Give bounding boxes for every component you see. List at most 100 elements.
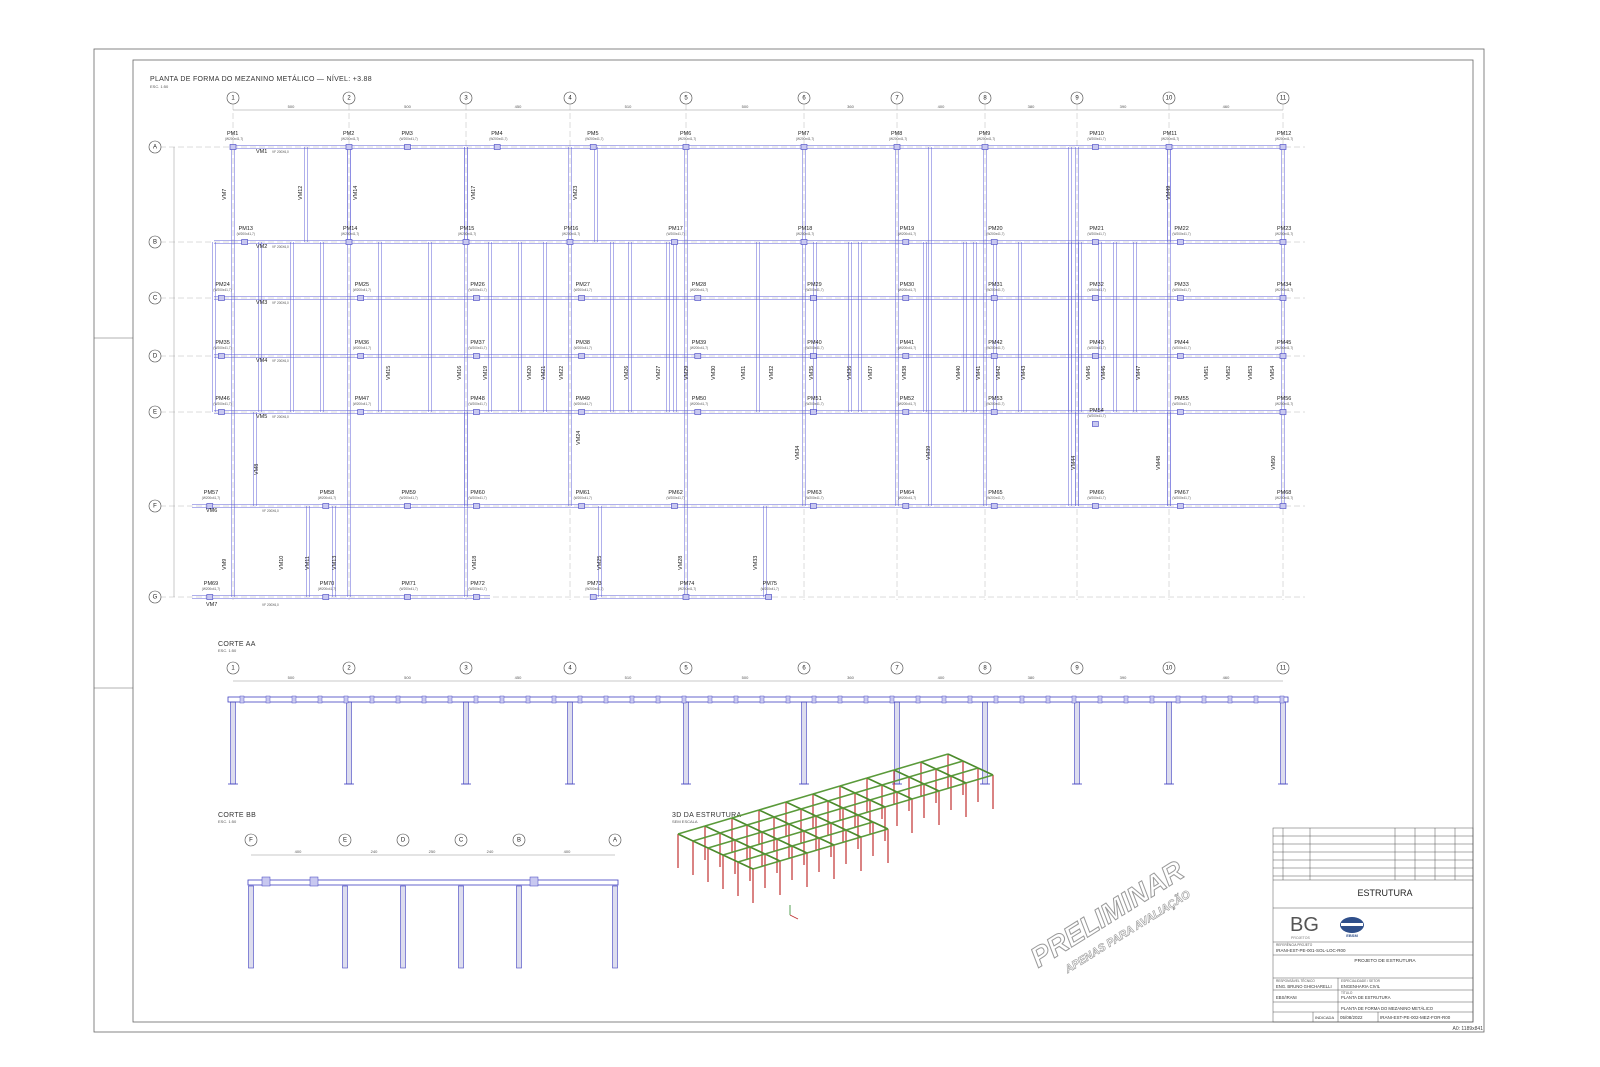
column-PM31 bbox=[990, 295, 998, 301]
dimension-text: 400 bbox=[938, 675, 945, 680]
column-label-PM65: PM65 bbox=[988, 490, 1002, 496]
column-label-PM36: PM36 bbox=[355, 340, 369, 346]
grid-bubble-4 bbox=[563, 91, 577, 105]
section-column bbox=[1166, 701, 1172, 785]
beam-label-VM1: VM1 bbox=[256, 149, 267, 155]
section-joist bbox=[473, 695, 479, 704]
column-label-PM35: PM35 bbox=[215, 340, 229, 346]
column-tag: (W200x41,7) bbox=[1172, 496, 1190, 500]
column-PM27 bbox=[578, 295, 585, 301]
iso-beam bbox=[920, 761, 937, 770]
column-PM65 bbox=[990, 503, 998, 509]
iso-beam bbox=[866, 777, 883, 786]
section-joist bbox=[759, 695, 765, 704]
column-PM34 bbox=[1279, 295, 1287, 301]
iso-beam bbox=[842, 807, 859, 816]
grid-bubble-label: 6 bbox=[802, 666, 806, 672]
grid-bubble-E bbox=[148, 405, 162, 419]
grid-bubble-1 bbox=[226, 661, 240, 675]
column-tag: (W200x41,7) bbox=[1087, 414, 1105, 418]
grid-bubble-D bbox=[396, 833, 410, 847]
beam-label-VM23: VM23 bbox=[573, 186, 579, 200]
grid-bubble-F bbox=[148, 499, 162, 513]
grid-bubble-label: G bbox=[153, 595, 158, 601]
plan-scale: ESC. 1:50 bbox=[150, 84, 169, 89]
column-label-PM32: PM32 bbox=[1089, 282, 1103, 288]
column-tag: (W200x41,7) bbox=[898, 232, 916, 236]
grid-bubble-A bbox=[148, 140, 162, 154]
grid-bubble-label: 11 bbox=[1280, 96, 1287, 102]
iso-beam bbox=[950, 775, 967, 784]
beam-label-VM19: VM19 bbox=[483, 366, 489, 380]
column-label-PM39: PM39 bbox=[692, 340, 706, 346]
section-joist bbox=[863, 695, 869, 704]
column-tag: (W200x41,7) bbox=[1275, 232, 1293, 236]
grid-bubble-G bbox=[148, 590, 162, 604]
iso-beam bbox=[722, 846, 751, 856]
beam-label-VM21: VM21 bbox=[541, 366, 547, 380]
iso-beam bbox=[977, 767, 994, 776]
grid-bubble-8 bbox=[978, 91, 992, 105]
iso-beam bbox=[749, 846, 766, 855]
column-tag: (W200x41,7) bbox=[1087, 288, 1105, 292]
column-tag: (W200x41,7) bbox=[977, 137, 995, 141]
column-PM64 bbox=[902, 503, 910, 509]
beam-tag: VF 200X6,0 bbox=[272, 415, 289, 419]
view-3d-scale: SEM ESCALA bbox=[672, 819, 698, 824]
column-label-PM1: PM1 bbox=[227, 131, 238, 137]
column-PM24 bbox=[218, 295, 225, 301]
iso-beam bbox=[908, 768, 937, 778]
iso-beam bbox=[776, 838, 793, 847]
dimension-text: 400 bbox=[938, 104, 945, 109]
column-tag: (W200x41,7) bbox=[1275, 137, 1293, 141]
iso-beam bbox=[893, 761, 922, 771]
grid-bubble-11 bbox=[1276, 91, 1290, 105]
beam-label-VM7: VM7 bbox=[206, 602, 217, 608]
iso-beam bbox=[947, 753, 964, 762]
section-joist bbox=[1071, 695, 1077, 704]
column-PM3 bbox=[404, 144, 411, 150]
section-aa-scale: ESC. 1:50 bbox=[218, 648, 237, 653]
grid-bubble-4 bbox=[563, 661, 577, 675]
grid-bubble-5 bbox=[679, 91, 693, 105]
dimension-text: 450 bbox=[515, 675, 522, 680]
grid-bubble-2 bbox=[342, 91, 356, 105]
grid-bubble-F bbox=[244, 833, 258, 847]
beam-label-VM50: VM50 bbox=[1271, 456, 1277, 470]
column-label-PM2: PM2 bbox=[343, 131, 354, 137]
column-label-PM9: PM9 bbox=[979, 131, 990, 137]
section-column bbox=[801, 701, 807, 785]
column-label-PM19: PM19 bbox=[900, 226, 914, 232]
iso-beam bbox=[830, 814, 859, 824]
beam-label-VM24: VM24 bbox=[576, 431, 582, 445]
dimension-text: 510 bbox=[625, 675, 632, 680]
beam-label-VM38: VM38 bbox=[902, 366, 908, 380]
iso-beam bbox=[830, 822, 847, 831]
column-PM17 bbox=[671, 239, 678, 245]
dimension-text: 390 bbox=[1120, 675, 1127, 680]
column-label-PM33: PM33 bbox=[1174, 282, 1188, 288]
beam-label-VM53: VM53 bbox=[1248, 366, 1254, 380]
column-tag: (W200x41,7) bbox=[353, 346, 371, 350]
column-PM41 bbox=[902, 353, 910, 359]
section-joist bbox=[551, 695, 557, 704]
column-label-PM74: PM74 bbox=[680, 581, 694, 587]
section-bb-title: CORTE BB bbox=[218, 812, 256, 819]
column-label-PM43: PM43 bbox=[1089, 340, 1103, 346]
beam-label-VM16: VM16 bbox=[457, 366, 463, 380]
plan-columns bbox=[206, 144, 1287, 600]
column-label-PM44: PM44 bbox=[1174, 340, 1188, 346]
column-label-PM34: PM34 bbox=[1277, 282, 1291, 288]
section-joist bbox=[239, 695, 245, 704]
dimension-text: 510 bbox=[625, 104, 632, 109]
section-beam bbox=[247, 879, 619, 886]
column-tag: (W200x41,7) bbox=[468, 402, 486, 406]
grid-bubble-label: 2 bbox=[347, 666, 351, 672]
grid-bubble-10 bbox=[1162, 661, 1176, 675]
column-label-PM73: PM73 bbox=[587, 581, 601, 587]
beam-label-VM13: VM13 bbox=[332, 556, 338, 570]
grid-bubble-label: 4 bbox=[568, 96, 572, 102]
column-tag: (W200x41,7) bbox=[574, 288, 592, 292]
column-PM57 bbox=[206, 503, 214, 509]
